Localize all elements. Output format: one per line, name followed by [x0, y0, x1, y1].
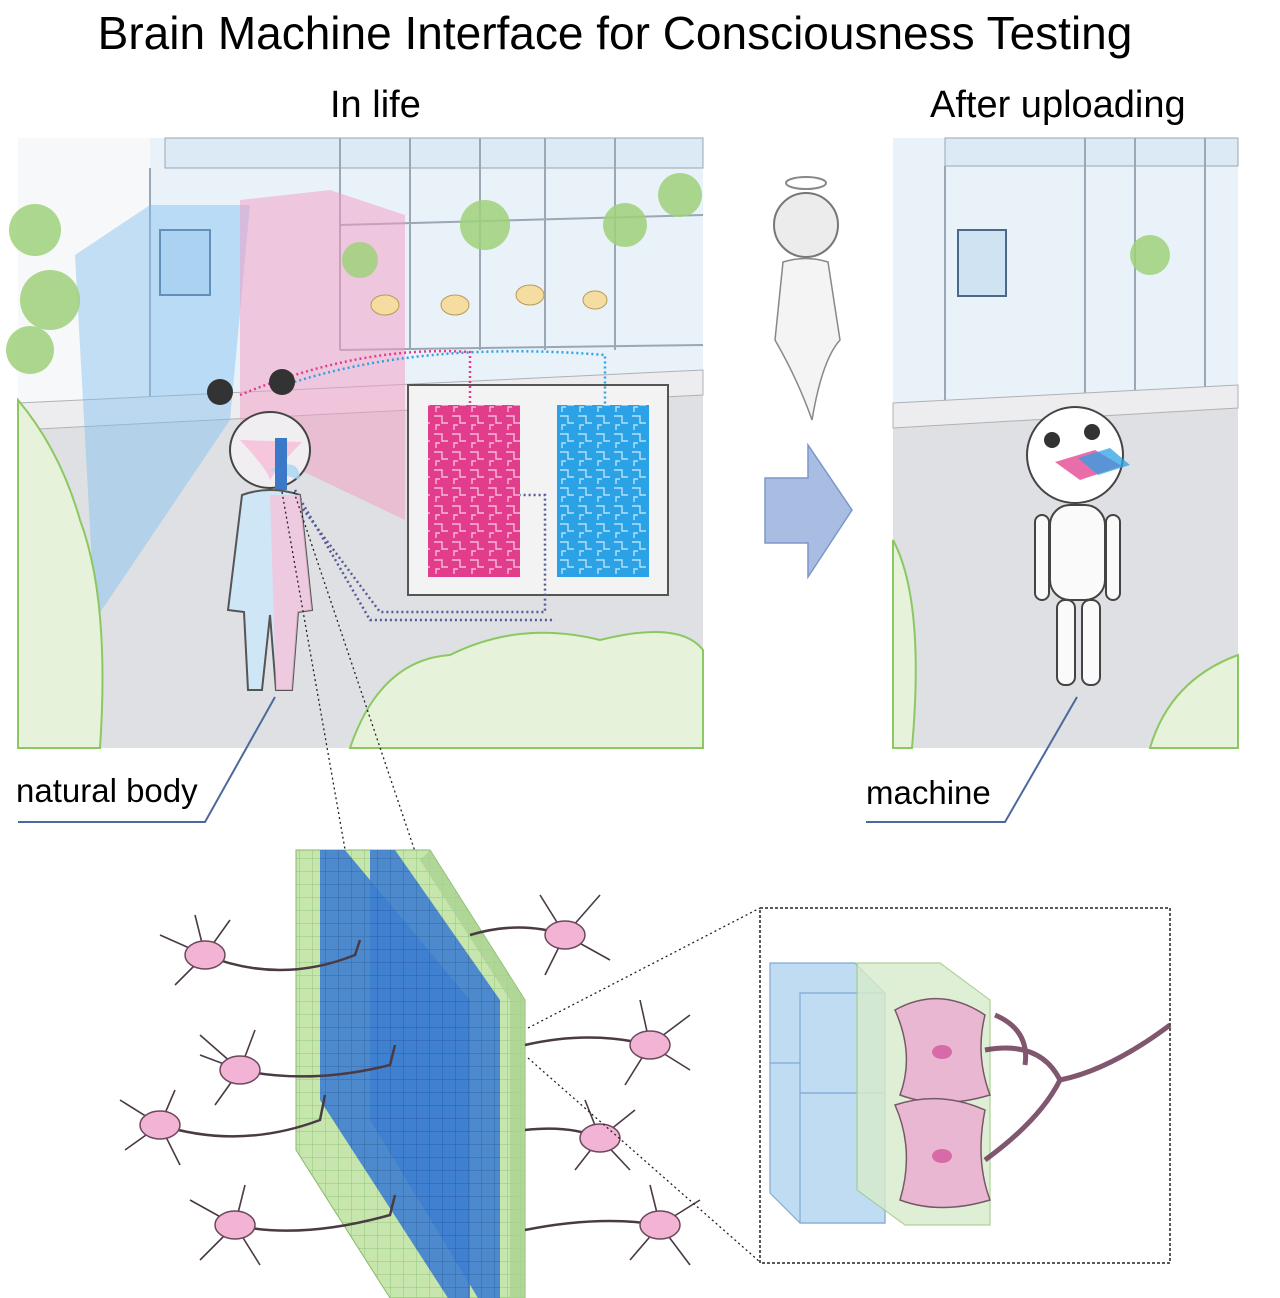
in-life-scene [6, 137, 704, 749]
uploading-arrow [764, 442, 853, 580]
neuron-bodies-left [139, 940, 261, 1240]
interface-lattice [295, 849, 526, 1298]
pink-circuit-board [428, 405, 520, 577]
machine-callout-line [866, 696, 1078, 823]
neurons-left [119, 914, 397, 1266]
blue-circuit-board [557, 405, 649, 577]
machine-robot-figure [1026, 406, 1130, 686]
after-uploading-scene [892, 137, 1239, 749]
natural-body-figure [226, 411, 314, 691]
in-life-title: In life [330, 84, 421, 126]
page-title: Brain Machine Interface for Consciousnes… [97, 7, 1133, 59]
inset-zoom-lines [527, 907, 761, 1263]
cube-neuron-inset [759, 907, 1172, 1264]
camera-eye-icon [207, 369, 295, 405]
after-uploading-title: After uploading [930, 84, 1186, 126]
natural-body-callout-line [18, 696, 276, 823]
natural-body-label: natural body [16, 772, 198, 809]
ghost-soul-figure [773, 176, 841, 421]
neuron-bodies-right [544, 920, 681, 1240]
machine-label: machine [866, 774, 991, 811]
